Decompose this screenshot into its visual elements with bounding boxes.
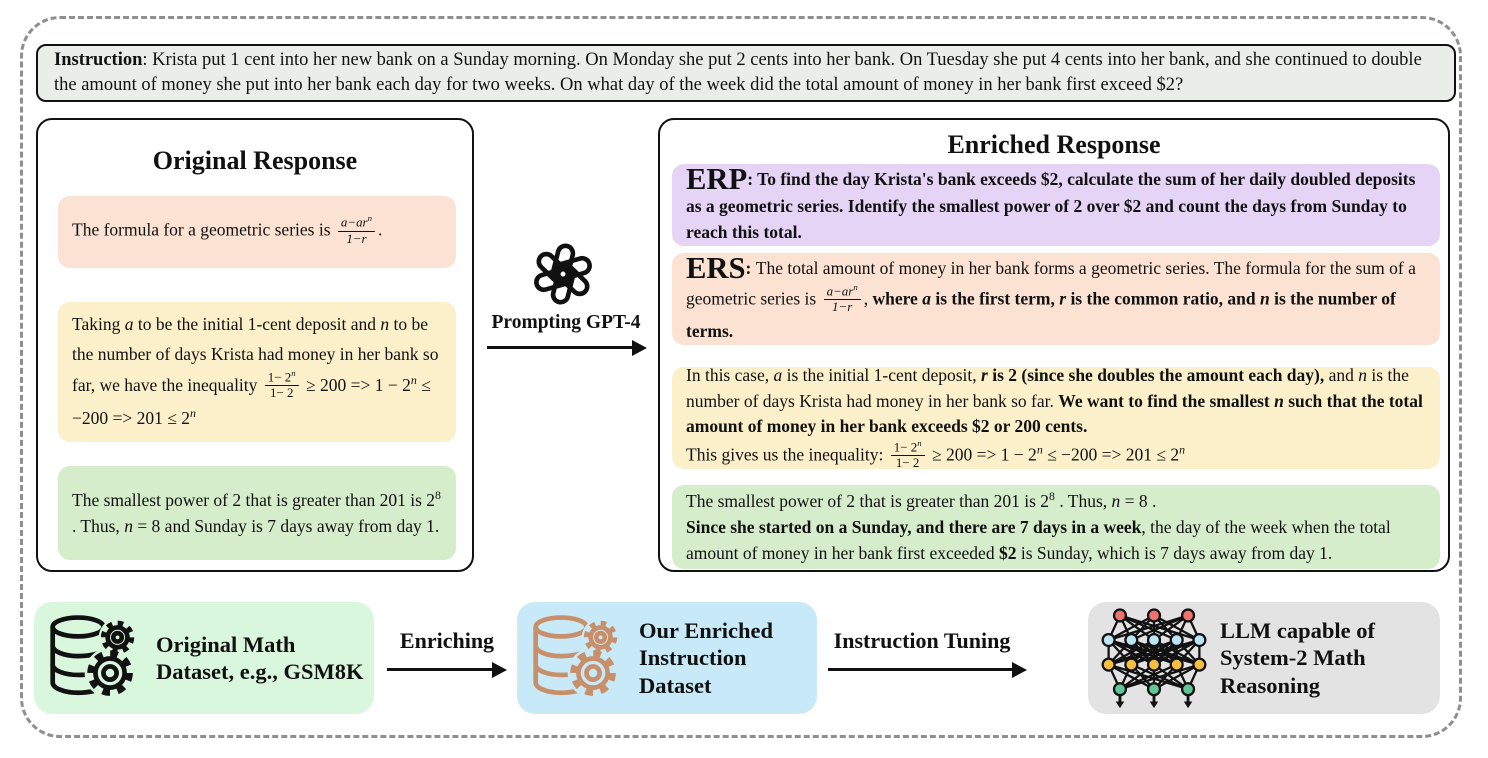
neural-network-icon [1101,608,1207,709]
original-step-inequality-card: Taking a to be the initial 1-cent deposi… [58,302,456,442]
enriched-reasoning-card: In this case, a is the initial 1-cent de… [672,365,1440,470]
enriched-response-panel: Enriched Response ERP: To find the day K… [658,118,1450,572]
enriching-label: Enriching [399,628,495,653]
pipeline-node-enriched-dataset: Our Enriched Instruction Dataset [517,602,817,714]
original-response-panel: Original Response The formula for a geom… [36,118,474,572]
enriched-ers-text: ERS: The total amount of money in her ba… [686,250,1416,341]
original-step-conclusion-text: The smallest power of 2 that is greater … [72,487,441,536]
instruction-tuning-arrow [828,668,1013,671]
enriched-erp-text: ERP: To find the day Krista's bank excee… [686,161,1416,243]
pipeline-node-original-dataset-label: Original Math Dataset, e.g., GSM8K [156,631,364,684]
instruction-tuning-label: Instruction Tuning [833,628,1011,653]
instruction-box: Instruction: Krista put 1 cent into her … [36,44,1456,102]
enriched-ers-card: ERS: The total amount of money in her ba… [672,253,1440,345]
original-step-conclusion-card: The smallest power of 2 that is greater … [58,466,456,560]
enriched-conclusion-card: The smallest power of 2 that is greater … [672,485,1440,569]
original-response-title: Original Response [152,146,358,175]
pipeline-node-llm-label: LLM capable of System-2 Math Reasoning [1220,617,1375,698]
pipeline-node-original-dataset: Original Math Dataset, e.g., GSM8K [34,602,374,714]
prompting-arrow [487,346,633,349]
enriched-erp-card: ERP: To find the day Krista's bank excee… [672,161,1440,246]
enriched-conclusion-text: The smallest power of 2 that is greater … [686,488,1391,564]
pipeline-node-llm: LLM capable of System-2 Math Reasoning [1088,602,1440,714]
enriched-response-title: Enriched Response [947,130,1161,159]
pipeline-node-enriched-dataset-label: Our Enriched Instruction Dataset [639,617,773,698]
original-step-inequality-text: Taking a to be the initial 1-cent deposi… [72,314,439,428]
database-gears-icon [525,611,631,705]
instruction-text: Instruction: Krista put 1 cent into her … [54,50,1422,95]
figure-dashed-border [20,16,1462,738]
prompting-gpt4-label: Prompting GPT-4 [491,312,641,333]
enriched-reasoning-text: In this case, a is the initial 1-cent de… [686,365,1423,470]
database-gears-icon [42,611,148,705]
original-step-formula-text: The formula for a geometric series is a−… [72,213,383,246]
original-step-formula-card: The formula for a geometric series is a−… [58,196,456,268]
openai-icon [534,243,592,305]
enriching-arrow [387,668,493,671]
